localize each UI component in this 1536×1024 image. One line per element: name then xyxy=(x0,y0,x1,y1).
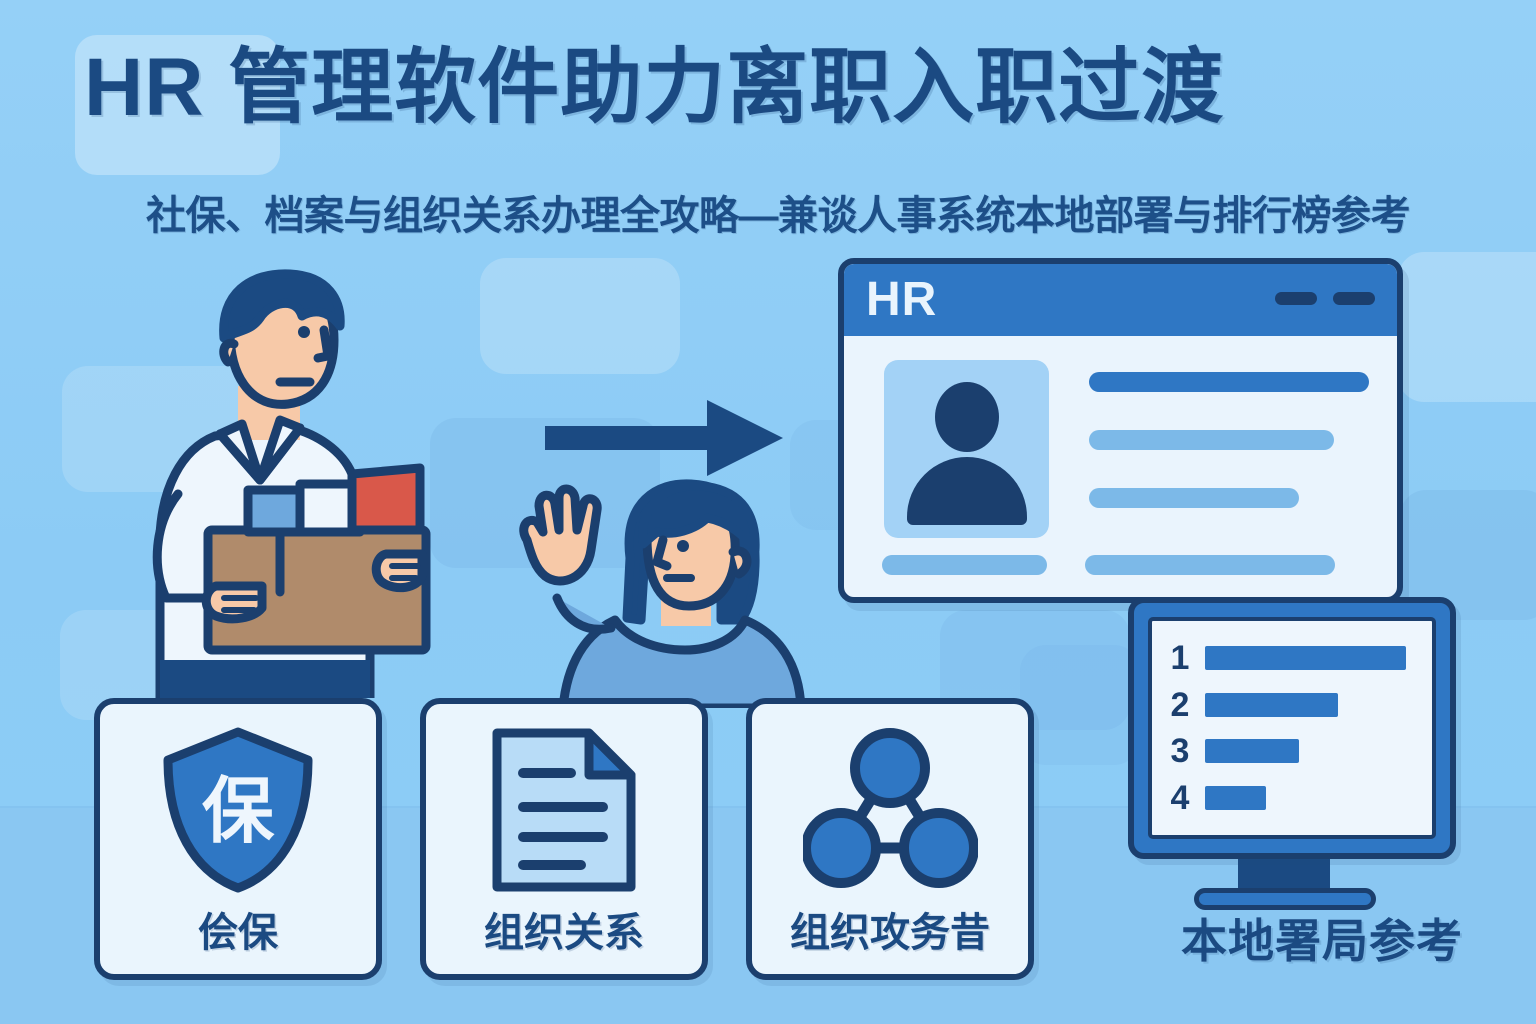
avatar-head xyxy=(934,382,999,452)
hr-window-controls xyxy=(1275,292,1375,305)
page-title: HR 管理软件助力离职入职过渡 xyxy=(84,42,1225,133)
feature-card-social-insurance[interactable]: 保 侩保 xyxy=(94,698,382,980)
feature-card-label: 组织关系 xyxy=(484,911,644,955)
minimize-dash-icon[interactable] xyxy=(1275,292,1317,305)
ranking-monitor: 1 2 3 4 xyxy=(1128,597,1456,859)
man-carrying-box xyxy=(120,268,480,703)
shield-char: 保 xyxy=(202,772,275,852)
user-avatar-icon xyxy=(884,360,1049,538)
footer-placeholder-lines xyxy=(882,555,1361,575)
hr-window-body xyxy=(844,336,1397,597)
profile-line xyxy=(1089,488,1299,508)
footer-line xyxy=(882,555,1047,575)
avatar-body xyxy=(906,457,1027,525)
network-nodes-icon xyxy=(802,726,978,894)
feature-card-org-relation[interactable]: 组织关系 xyxy=(420,698,708,980)
bg-block-2 xyxy=(1398,252,1536,402)
man-illustration-svg xyxy=(152,269,431,703)
ranking-row: 4 xyxy=(1168,781,1416,815)
page-subtitle: 社保、档案与组织关系办理全攻略—兼谈人事系统本地部署与排行榜参考 xyxy=(146,194,1411,238)
rank-number: 4 xyxy=(1170,778,1190,817)
right-arrow-icon xyxy=(545,398,785,478)
ranking-row: 1 xyxy=(1168,641,1416,675)
shield-icon: 保 xyxy=(158,726,318,894)
rank-bar xyxy=(1205,646,1406,671)
rank-number: 3 xyxy=(1170,732,1190,771)
profile-line xyxy=(1089,430,1334,450)
rank-number: 1 xyxy=(1170,639,1190,678)
feature-card-org-affairs[interactable]: 组织攻务昔 xyxy=(746,698,1034,980)
ranking-row: 3 xyxy=(1168,734,1416,768)
feature-card-label: 组织攻务昔 xyxy=(790,911,990,955)
hr-window-titlebar: HR xyxy=(844,264,1397,336)
rank-number: 2 xyxy=(1170,685,1190,724)
bg-block-1 xyxy=(480,258,680,374)
shield-svg: 保 xyxy=(163,727,313,893)
rank-bar xyxy=(1205,785,1266,810)
network-svg xyxy=(802,728,978,888)
rank-bar xyxy=(1205,692,1338,717)
arrow-svg xyxy=(545,400,783,476)
title-highlight-box xyxy=(75,35,280,175)
hr-logo-text: HR xyxy=(866,273,938,326)
rank-bar xyxy=(1205,739,1299,764)
ranking-row: 2 xyxy=(1168,688,1416,722)
footer-line xyxy=(1085,555,1335,575)
ranking-caption: 本地署局参考 xyxy=(1181,915,1463,967)
feature-card-label: 侩保 xyxy=(198,911,278,955)
bg-block-9 xyxy=(1020,645,1140,765)
monitor-screen: 1 2 3 4 xyxy=(1148,617,1436,839)
monitor-neck xyxy=(1238,855,1330,893)
hr-app-window[interactable]: HR xyxy=(838,258,1403,603)
maximize-dash-icon[interactable] xyxy=(1333,292,1375,305)
woman-illustration-svg xyxy=(519,479,806,713)
monitor-base xyxy=(1194,888,1376,910)
profile-placeholder-lines xyxy=(1089,372,1369,546)
document-svg xyxy=(492,728,636,892)
profile-line xyxy=(1089,372,1369,392)
woman-waving xyxy=(505,478,835,713)
document-icon xyxy=(489,726,639,894)
